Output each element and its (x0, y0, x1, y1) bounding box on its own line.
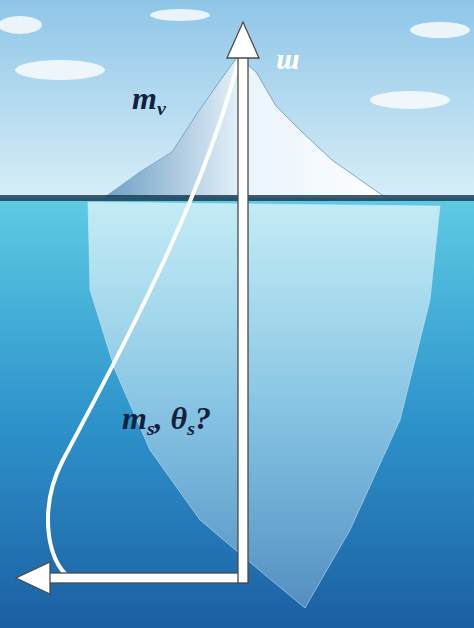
axes (16, 22, 259, 594)
axis-label: m (276, 50, 299, 80)
waterline (0, 195, 474, 201)
question-label: ms, θs? (122, 402, 211, 434)
sea (0, 198, 474, 628)
underwater-ice (88, 202, 440, 608)
mass-label: mν (132, 82, 166, 114)
distribution-curve (48, 62, 238, 578)
sky (0, 0, 474, 200)
